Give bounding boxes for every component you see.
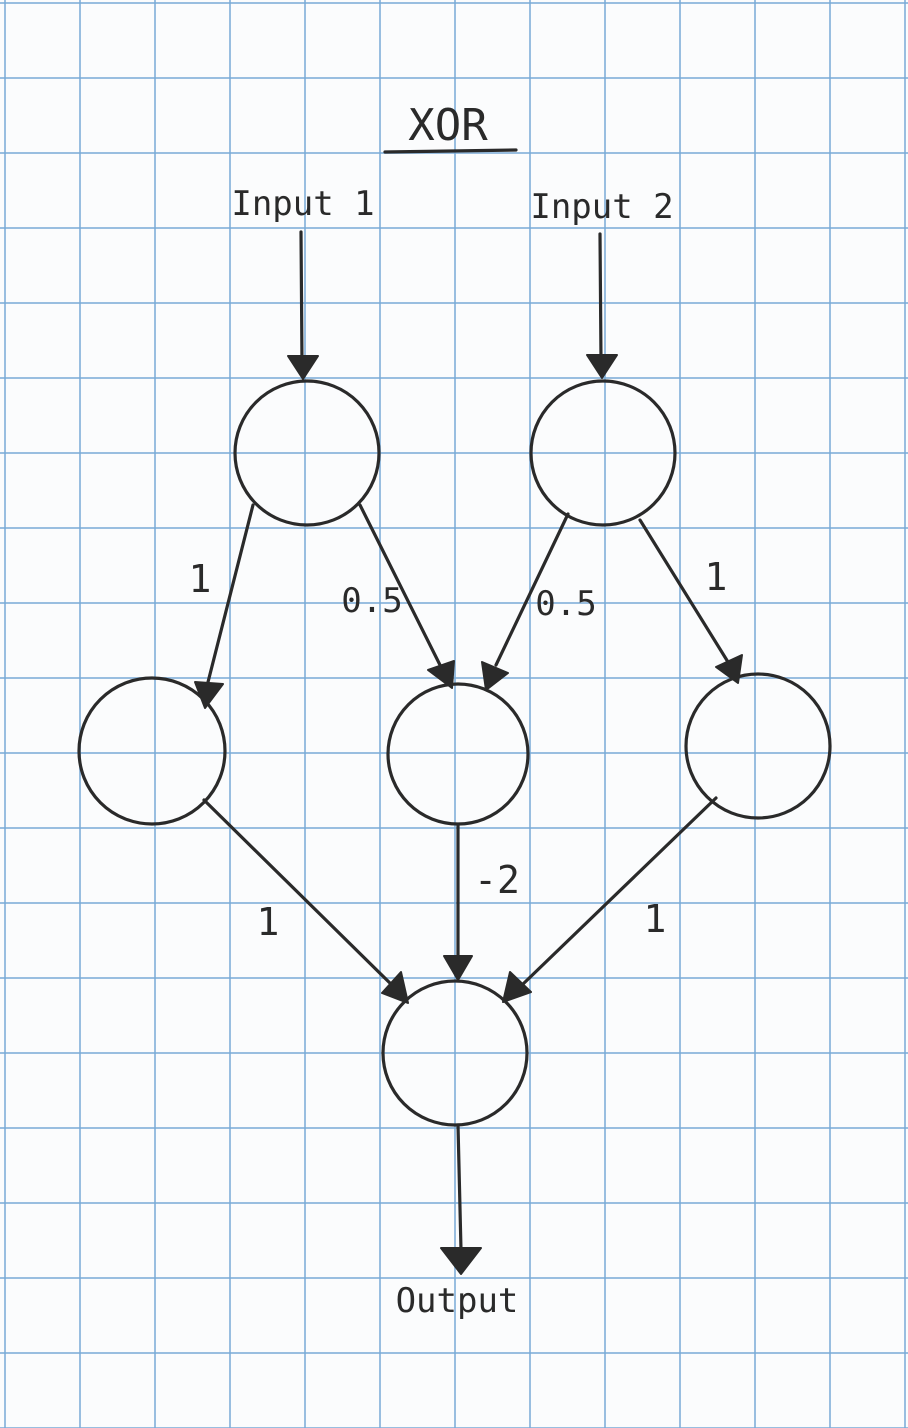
hidden-neuron-right (684, 672, 832, 820)
output-arrow (456, 1123, 463, 1252)
input-neuron-2 (529, 379, 677, 527)
input-2-arrowhead (586, 354, 618, 379)
edge-input1-middle-arrowhead (427, 660, 455, 689)
weight-middle-output: -2 (474, 858, 520, 902)
diagram-title: XOR (408, 100, 488, 151)
input-2-arrow (598, 232, 603, 362)
hidden-neuron-middle (386, 682, 530, 826)
edge-left-output (202, 798, 397, 990)
edge-input1-middle (358, 503, 442, 667)
weight-right-output: 1 (644, 897, 667, 941)
weight-input2-middle: 0.5 (535, 584, 596, 624)
edge-input2-middle (494, 512, 570, 667)
input-1-arrowhead (287, 355, 319, 380)
input-neuron-1 (233, 379, 381, 527)
input-1-arrow (299, 230, 304, 364)
input-1-label: Input 1 (231, 184, 374, 224)
edge-left-output-arrowhead (381, 971, 409, 1004)
edge-input2-right (638, 518, 730, 664)
weight-input1-middle: 0.5 (341, 581, 402, 621)
output-label: Output (396, 1281, 519, 1321)
edge-input2-middle-arrowhead (481, 661, 509, 691)
edge-right-output-arrowhead (502, 971, 532, 1003)
edge-right-output (520, 796, 718, 987)
hidden-neuron-left (77, 676, 227, 826)
output-arrowhead (440, 1247, 482, 1275)
edge-input2-right-arrowhead (715, 654, 743, 684)
weight-input2-right: 1 (705, 555, 728, 599)
weight-left-output: 1 (257, 900, 280, 944)
title-underline (383, 148, 518, 154)
edge-input1-left-arrowhead (194, 681, 224, 709)
edge-middle-output-arrowhead (443, 955, 473, 981)
weight-input1-left: 1 (189, 557, 212, 601)
edge-input1-left (205, 503, 255, 688)
input-2-label: Input 2 (530, 187, 673, 227)
output-neuron (381, 979, 529, 1127)
